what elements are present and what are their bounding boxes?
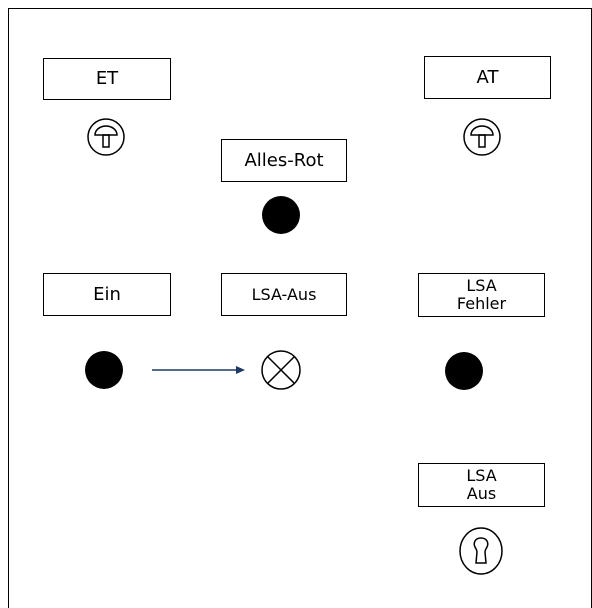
alles-rot-label: Alles-Rot [221, 139, 347, 182]
at-label: AT [424, 56, 551, 99]
lsa-fehler-lamp [445, 352, 483, 390]
arrow-icon [152, 366, 245, 374]
mushroom-pushbutton-icon[interactable] [86, 117, 126, 157]
lsa-fehler-label: LSA Fehler [418, 273, 545, 317]
lsa-aus-key-label: LSA Aus [418, 463, 545, 507]
alles-rot-lamp [262, 196, 300, 234]
mushroom-pushbutton-icon[interactable] [462, 117, 502, 157]
ein-label: Ein [43, 273, 171, 316]
lsa-aus-label: LSA-Aus [221, 273, 347, 316]
et-label: ET [43, 58, 171, 100]
keyhole-icon[interactable] [458, 526, 504, 576]
cross-circle-lamp-icon [261, 350, 301, 390]
ein-lamp [85, 351, 123, 389]
